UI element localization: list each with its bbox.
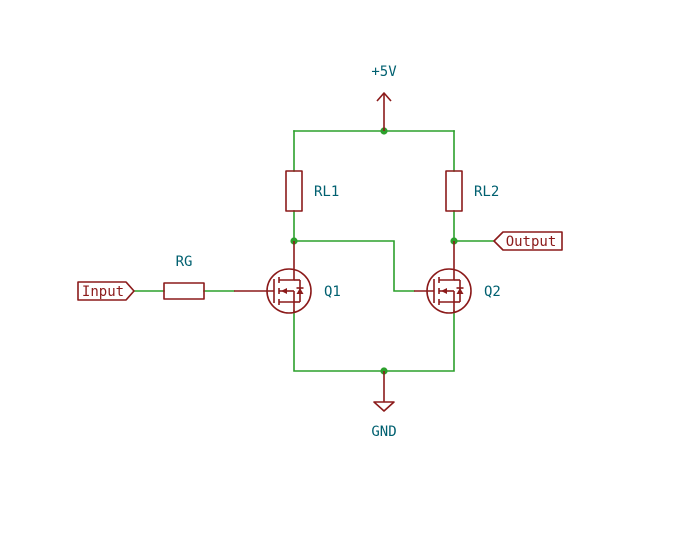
transistor-q1: Q1 (234, 268, 341, 314)
ground-symbol: GND (371, 371, 397, 440)
junctions (290, 127, 458, 375)
wire-bottom-rail (293, 310, 455, 372)
output-port-label: Output (506, 234, 557, 250)
input-port: Input (77, 281, 135, 301)
resistor-rg: RG (163, 254, 205, 300)
power-label: +5V (371, 64, 397, 80)
output-port: Output (493, 231, 563, 251)
resistor-rl2: RL2 (445, 170, 499, 212)
q1-label: Q1 (324, 284, 341, 300)
input-port-label: Input (82, 284, 124, 300)
rg-label: RG (176, 254, 193, 270)
ground-label: GND (371, 424, 396, 440)
resistor-rl1: RL1 (285, 170, 339, 212)
power-symbol: +5V (371, 64, 397, 131)
transistor-q2: Q2 (414, 268, 501, 314)
wire-q1-drain-to-q2-gate (293, 240, 415, 292)
rl2-label: RL2 (474, 184, 499, 200)
q2-label: Q2 (484, 284, 501, 300)
wires (133, 130, 495, 372)
rl1-label: RL1 (314, 184, 339, 200)
